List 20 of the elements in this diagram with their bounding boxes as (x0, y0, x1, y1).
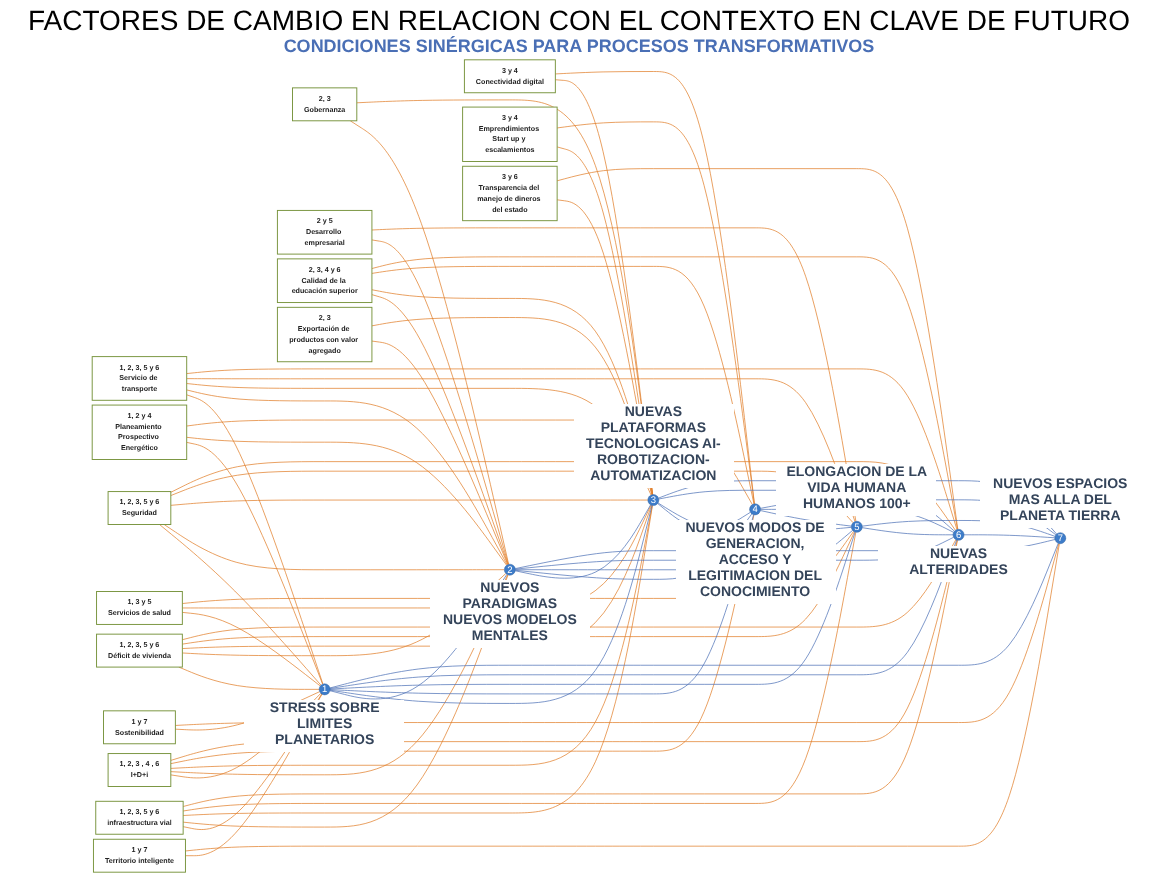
connector (371, 340, 509, 565)
connector (371, 294, 509, 565)
connector (159, 524, 322, 686)
connector (163, 524, 505, 571)
connector (329, 539, 958, 689)
connector (178, 666, 320, 690)
connector (514, 504, 651, 579)
connector (371, 239, 509, 565)
connector (182, 612, 321, 687)
connector (186, 394, 324, 685)
connector (170, 505, 653, 769)
connector (186, 442, 323, 685)
connector (170, 499, 649, 506)
connector (186, 389, 508, 566)
connector (963, 534, 1056, 539)
diagram-title: FACTORES DE CAMBIO EN RELACION CON EL CONTEXTO EN CLAVE DE FUTURO (25, 4, 1133, 36)
connector (861, 527, 954, 536)
connector (186, 436, 507, 566)
heading-note: CONDICIONES SINÉRGICAS PARA PROCESOS TRANSFORMATIVOS (283, 36, 875, 56)
connector (349, 120, 509, 565)
